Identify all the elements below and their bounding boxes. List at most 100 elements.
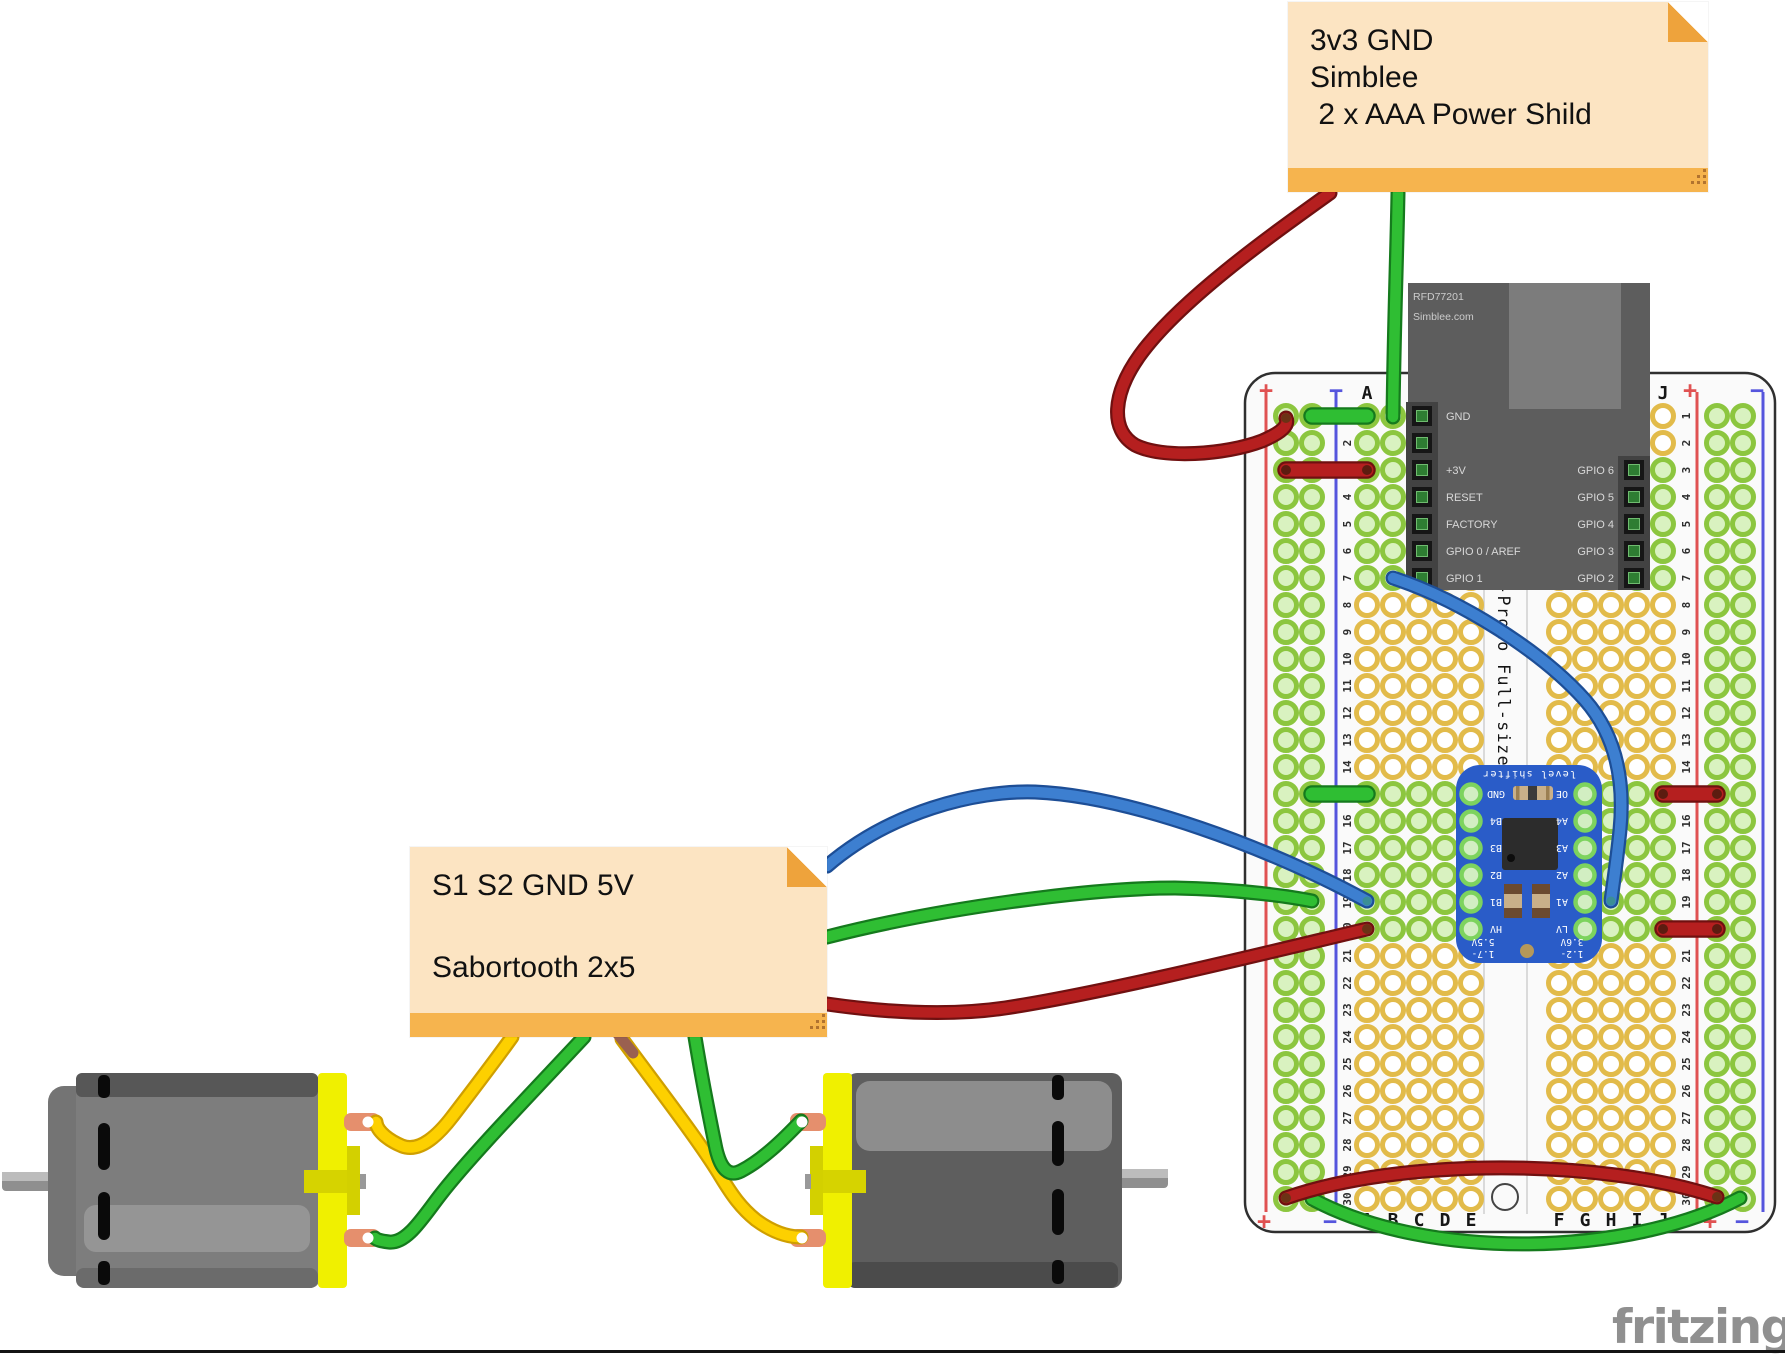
- breadboard-hole[interactable]: [1546, 1132, 1572, 1158]
- wire-yellow-motor-left[interactable]: [370, 1031, 518, 1153]
- breadboard-hole[interactable]: [1299, 646, 1325, 672]
- breadboard-hole[interactable]: [1704, 835, 1730, 861]
- breadboard-hole[interactable]: [1432, 781, 1458, 807]
- breadboard-hole[interactable]: [1432, 835, 1458, 861]
- breadboard-hole[interactable]: [1354, 862, 1380, 888]
- breadboard-hole[interactable]: [1730, 673, 1756, 699]
- breadboard-hole[interactable]: [1572, 970, 1598, 996]
- breadboard-hole[interactable]: [1458, 700, 1484, 726]
- breadboard-hole[interactable]: [1650, 997, 1676, 1023]
- breadboard-hole[interactable]: [1380, 1132, 1406, 1158]
- breadboard-hole[interactable]: [1650, 592, 1676, 618]
- breadboard-hole[interactable]: [1704, 646, 1730, 672]
- breadboard-hole[interactable]: [1546, 1078, 1572, 1104]
- breadboard-hole[interactable]: [1458, 970, 1484, 996]
- shifter-pad[interactable]: [1459, 809, 1483, 833]
- breadboard-hole[interactable]: [1299, 1051, 1325, 1077]
- breadboard-hole[interactable]: [1354, 565, 1380, 591]
- breadboard-hole[interactable]: [1273, 997, 1299, 1023]
- breadboard-hole[interactable]: [1458, 727, 1484, 753]
- shifter-pad[interactable]: [1573, 863, 1597, 887]
- breadboard-hole[interactable]: [1458, 646, 1484, 672]
- breadboard-hole[interactable]: [1380, 1078, 1406, 1104]
- breadboard-hole[interactable]: [1624, 997, 1650, 1023]
- simblee-module[interactable]: RFD77201 Simblee.com GND+3VRESETFACTORYG…: [1406, 283, 1650, 590]
- breadboard-hole[interactable]: [1704, 403, 1730, 429]
- breadboard-hole[interactable]: [1380, 511, 1406, 537]
- breadboard-hole[interactable]: [1730, 943, 1756, 969]
- breadboard-hole[interactable]: [1380, 592, 1406, 618]
- breadboard-hole[interactable]: [1650, 727, 1676, 753]
- breadboard-hole[interactable]: [1354, 808, 1380, 834]
- breadboard-hole[interactable]: [1730, 403, 1756, 429]
- breadboard-hole[interactable]: [1299, 997, 1325, 1023]
- breadboard-hole[interactable]: [1354, 835, 1380, 861]
- breadboard-hole[interactable]: [1598, 916, 1624, 942]
- breadboard-hole[interactable]: [1730, 754, 1756, 780]
- breadboard-hole[interactable]: [1730, 565, 1756, 591]
- breadboard-hole[interactable]: [1624, 673, 1650, 699]
- breadboard-hole[interactable]: [1354, 997, 1380, 1023]
- breadboard-hole[interactable]: [1730, 862, 1756, 888]
- breadboard-hole[interactable]: [1572, 1078, 1598, 1104]
- breadboard-hole[interactable]: [1704, 457, 1730, 483]
- breadboard-hole[interactable]: [1598, 1051, 1624, 1077]
- breadboard-hole[interactable]: [1598, 592, 1624, 618]
- breadboard-hole[interactable]: [1730, 916, 1756, 942]
- shifter-pad[interactable]: [1573, 809, 1597, 833]
- breadboard-hole[interactable]: [1704, 727, 1730, 753]
- breadboard-hole[interactable]: [1406, 916, 1432, 942]
- breadboard-hole[interactable]: [1730, 727, 1756, 753]
- breadboard-hole[interactable]: [1546, 1051, 1572, 1077]
- breadboard-hole[interactable]: [1406, 835, 1432, 861]
- shifter-pad[interactable]: [1573, 890, 1597, 914]
- breadboard-hole[interactable]: [1572, 1024, 1598, 1050]
- breadboard-hole[interactable]: [1299, 511, 1325, 537]
- terminal-hole[interactable]: [362, 1116, 374, 1128]
- breadboard-hole[interactable]: [1572, 1186, 1598, 1212]
- breadboard-hole[interactable]: [1650, 619, 1676, 645]
- breadboard-hole[interactable]: [1650, 538, 1676, 564]
- breadboard-hole[interactable]: [1572, 592, 1598, 618]
- breadboard-hole[interactable]: [1730, 1132, 1756, 1158]
- breadboard-hole[interactable]: [1432, 1105, 1458, 1131]
- breadboard-hole[interactable]: [1406, 1105, 1432, 1131]
- breadboard-hole[interactable]: [1730, 700, 1756, 726]
- wire-green-bottom-rail[interactable]: [1306, 1192, 1746, 1250]
- breadboard-hole[interactable]: [1432, 808, 1458, 834]
- breadboard-hole[interactable]: [1432, 673, 1458, 699]
- breadboard-hole[interactable]: [1299, 1159, 1325, 1185]
- breadboard-hole[interactable]: [1624, 1186, 1650, 1212]
- breadboard-hole[interactable]: [1572, 997, 1598, 1023]
- breadboard-hole[interactable]: [1299, 592, 1325, 618]
- breadboard-hole[interactable]: [1380, 430, 1406, 456]
- breadboard-hole[interactable]: [1406, 1024, 1432, 1050]
- breadboard-hole[interactable]: [1406, 943, 1432, 969]
- breadboard-hole[interactable]: [1406, 1078, 1432, 1104]
- breadboard-hole[interactable]: [1354, 484, 1380, 510]
- breadboard-hole[interactable]: [1380, 808, 1406, 834]
- breadboard-hole[interactable]: [1730, 1024, 1756, 1050]
- breadboard-hole[interactable]: [1704, 808, 1730, 834]
- breadboard-hole[interactable]: [1380, 997, 1406, 1023]
- breadboard-hole[interactable]: [1624, 619, 1650, 645]
- breadboard-hole[interactable]: [1273, 511, 1299, 537]
- breadboard-hole[interactable]: [1624, 889, 1650, 915]
- breadboard-hole[interactable]: [1650, 565, 1676, 591]
- breadboard-hole[interactable]: [1704, 1024, 1730, 1050]
- breadboard-hole[interactable]: [1299, 754, 1325, 780]
- breadboard-hole[interactable]: [1458, 1186, 1484, 1212]
- breadboard-hole[interactable]: [1598, 1105, 1624, 1131]
- wire-blue-gpio1-to-shifter[interactable]: [1387, 572, 1627, 907]
- terminal-hole[interactable]: [796, 1116, 808, 1128]
- breadboard-hole[interactable]: [1704, 754, 1730, 780]
- breadboard-hole[interactable]: [1299, 619, 1325, 645]
- breadboard-hole[interactable]: [1730, 1051, 1756, 1077]
- breadboard-hole[interactable]: [1432, 1051, 1458, 1077]
- wire-green-from-driver-note[interactable]: [821, 882, 1318, 943]
- wire-red-bottom-rail[interactable]: [1280, 1162, 1723, 1204]
- breadboard-hole[interactable]: [1406, 781, 1432, 807]
- breadboard-hole[interactable]: [1704, 1078, 1730, 1104]
